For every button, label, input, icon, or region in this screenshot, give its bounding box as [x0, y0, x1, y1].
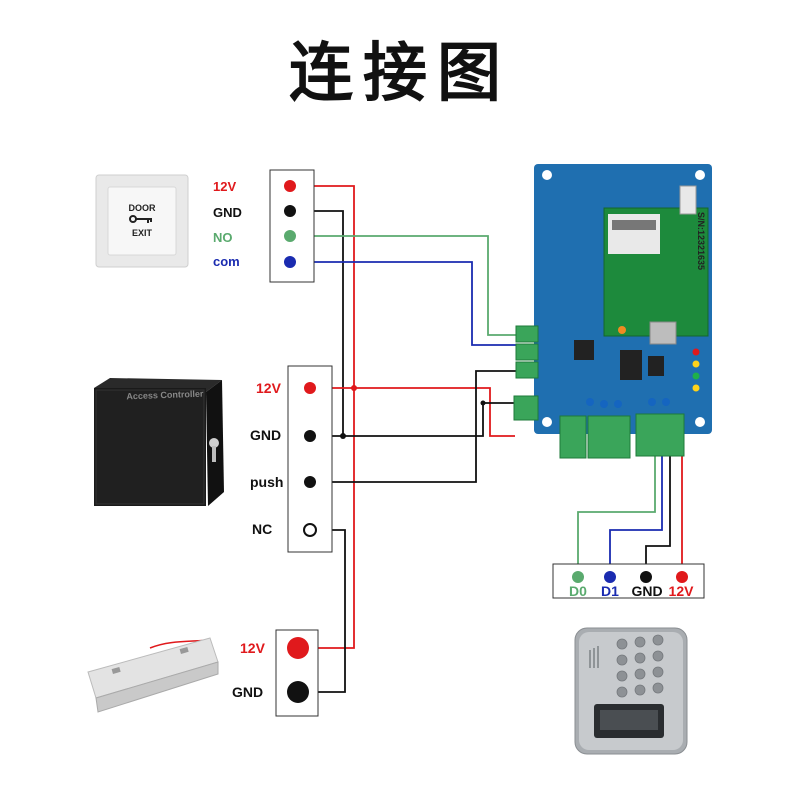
reader-label-12v: 12V: [669, 583, 695, 599]
reader-terminal-12v: [676, 571, 688, 583]
reader-label-d0: D0: [569, 583, 587, 599]
lock-label-12v: 12V: [240, 640, 266, 656]
reader-terminal-d1: [604, 571, 616, 583]
lock-terminal-gnd: [287, 681, 309, 703]
wire-exit-no: [290, 235, 518, 336]
psu-label-push: push: [250, 474, 283, 490]
exit-button-device: DOOR EXIT: [95, 174, 189, 268]
power-supply-brand: Access Controller: [126, 389, 204, 402]
keypad-icon: [616, 634, 664, 698]
psu-label-gnd: GND: [250, 427, 281, 443]
reader-label-d1: D1: [601, 583, 619, 599]
magnetic-lock-device: [87, 637, 219, 713]
psu-label-12v: 12V: [256, 380, 282, 396]
exit-terminal-com: [284, 256, 296, 268]
psu-terminal-push: [304, 476, 316, 488]
wire-exit-12v: [290, 185, 355, 649]
wire-psu-push: [310, 370, 518, 483]
junction-dot-gnd: [340, 433, 346, 439]
reader-terminal-gnd: [640, 571, 652, 583]
page-title: 连接图: [289, 37, 511, 111]
exit-label-12v: 12V: [213, 179, 236, 194]
psu-terminal-12v: [304, 382, 316, 394]
psu-terminal-block: [287, 365, 333, 553]
psu-terminal-nc: [303, 523, 317, 537]
junction-dot-12v: [351, 385, 357, 391]
junction-dot-ctrl: [480, 400, 486, 406]
reader-terminal-d0: [572, 571, 584, 583]
wire-psu-gnd: [310, 402, 515, 437]
psu-terminal-gnd: [304, 430, 316, 442]
power-supply-device: Access Controller: [94, 378, 224, 506]
exit-button-line2: EXIT: [132, 228, 153, 238]
exit-label-com: com: [213, 254, 240, 269]
reader-label-gnd: GND: [631, 583, 662, 599]
wire-reader-d1: [609, 455, 663, 576]
controller-serial: S/N:12321635: [696, 212, 706, 270]
exit-button-line1: DOOR: [129, 203, 157, 213]
lock-terminal-12v: [287, 637, 309, 659]
controller-board: S/N:12321635: [513, 164, 712, 459]
exit-label-gnd: GND: [213, 205, 242, 220]
exit-terminal-gnd: [284, 205, 296, 217]
wire-reader-d0: [577, 455, 656, 576]
exit-terminal-12v: [284, 180, 296, 192]
wire-psu-12v: [310, 387, 515, 437]
exit-label-no: NO: [213, 230, 233, 245]
wire-reader-gnd: [645, 455, 671, 576]
wire-exit-com: [290, 261, 518, 346]
lock-label-gnd: GND: [232, 684, 263, 700]
card-reader-device: [574, 627, 688, 755]
psu-label-nc: NC: [252, 521, 272, 537]
lock-keyhole-icon: [209, 438, 219, 462]
key-icon: [129, 215, 152, 223]
exit-terminal-no: [284, 230, 296, 242]
